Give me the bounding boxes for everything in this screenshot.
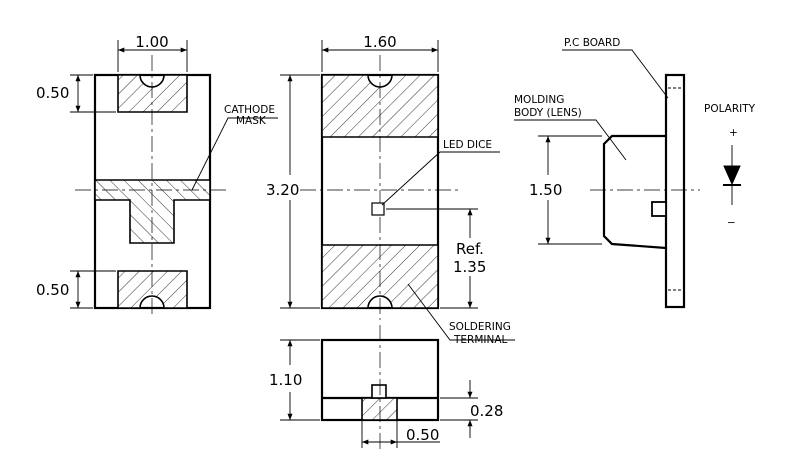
dim-middle-width: 1.60: [363, 33, 396, 51]
bottom-view: 1.00 0.50 0.50 CATHODE MASK: [36, 33, 278, 318]
dim-ref-label: Ref.: [456, 240, 484, 258]
label-pc-board: P.C BOARD: [564, 37, 620, 49]
dim-left-width: 1.00: [135, 33, 168, 51]
label-led-dice: LED DICE: [443, 139, 492, 151]
mounted-view: 1.50 P.C BOARD MOLDING BODY (LENS) POLAR…: [514, 37, 756, 309]
label-soldering-terminal-line1: SOLDERING: [449, 321, 511, 333]
label-polarity: POLARITY: [704, 103, 756, 115]
side-terminal: [361, 397, 398, 421]
label-molding-body-line1: MOLDING: [514, 94, 564, 106]
label-molding-body-line2: BODY (LENS): [514, 107, 582, 119]
dim-length: 3.20: [266, 181, 299, 199]
dim-height: 1.10: [269, 371, 302, 389]
dim-bottom-pad-height: 0.50: [36, 281, 69, 299]
led-dice: [371, 202, 385, 216]
cathode-mask: [94, 179, 211, 244]
molding-body: [602, 134, 667, 250]
side-dice: [371, 384, 387, 399]
top-pad: [117, 74, 188, 113]
top-view: 1.60 3.20 Ref. 1.35 LED DICE SOLDERING T…: [266, 33, 515, 346]
bottom-pad: [117, 270, 188, 309]
dim-terminal-thickness: 0.28: [470, 402, 503, 420]
dim-top-pad-height: 0.50: [36, 84, 69, 102]
label-cathode-mask-line2: MASK: [236, 115, 267, 127]
upper-terminal: [321, 74, 439, 138]
polarity-minus: −: [727, 217, 736, 229]
dim-lens-height: 1.50: [529, 181, 562, 199]
dim-terminal-width: 0.50: [406, 426, 439, 444]
diode-icon: [723, 145, 741, 205]
polarity-plus: +: [729, 127, 738, 139]
terminal-tab: [651, 201, 667, 217]
pc-board: [664, 73, 686, 309]
side-view: 1.10 0.28 0.50: [269, 325, 503, 450]
dim-ref-value: 1.35: [453, 258, 486, 276]
label-cathode-mask-line1: CATHODE: [224, 104, 275, 116]
label-soldering-terminal-line2: TERMINAL: [453, 334, 508, 346]
